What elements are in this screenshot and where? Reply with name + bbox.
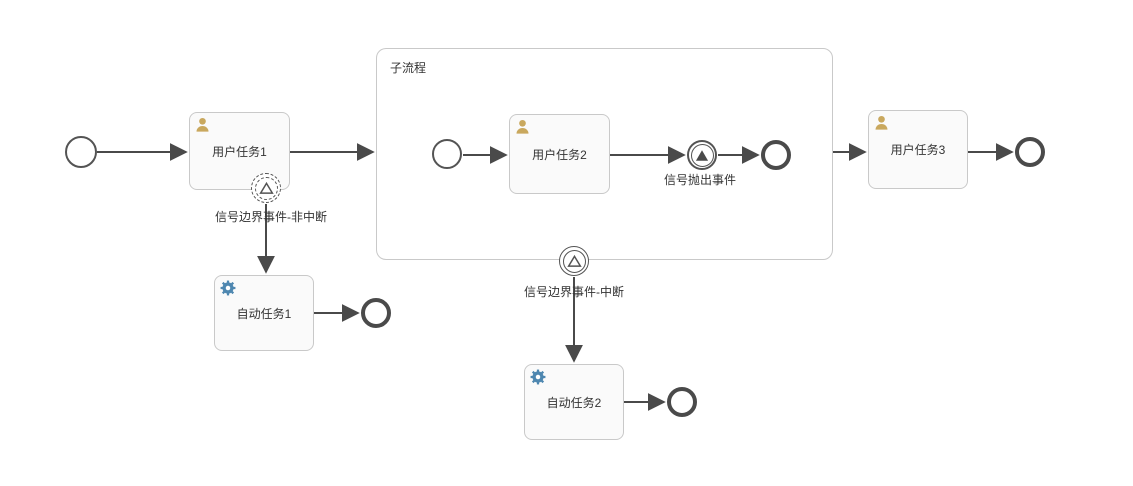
boundary-event-inner-ring <box>254 176 278 200</box>
gear-icon <box>530 369 546 385</box>
end-event-auto-2[interactable] <box>667 387 697 417</box>
boundary-event-interrupting-label: 信号边界事件-中断 <box>524 285 624 299</box>
signal-triangle-filled-icon <box>695 149 709 162</box>
start-event-sub[interactable] <box>432 139 462 169</box>
subprocess-label: 子流程 <box>390 61 427 75</box>
user-task-3[interactable]: 用户任务3 <box>868 110 968 189</box>
end-event-sub[interactable] <box>761 140 791 170</box>
user-icon <box>874 115 889 130</box>
end-event-main[interactable] <box>1015 137 1045 167</box>
gear-icon <box>220 280 236 296</box>
task-label: 用户任务2 <box>532 147 587 162</box>
user-icon <box>195 117 210 132</box>
auto-task-1[interactable]: 自动任务1 <box>214 275 314 351</box>
signal-triangle-icon <box>258 181 274 195</box>
task-label: 自动任务2 <box>546 395 602 410</box>
boundary-event-inner-ring <box>562 249 586 273</box>
signal-throw-inner-ring <box>690 143 714 167</box>
boundary-event-interrupting[interactable] <box>559 246 589 276</box>
end-event-auto-1[interactable] <box>361 298 391 328</box>
task-label: 用户任务3 <box>890 143 946 157</box>
signal-triangle-icon <box>566 254 582 268</box>
signal-throw-event[interactable] <box>687 140 717 170</box>
signal-throw-event-label: 信号抛出事件 <box>663 173 737 187</box>
start-event-main[interactable] <box>65 136 97 168</box>
task-label: 自动任务1 <box>236 306 292 321</box>
boundary-event-non-interrupting-label: 信号边界事件-非中断 <box>215 210 327 224</box>
user-task-1[interactable]: 用户任务1 <box>189 112 290 190</box>
auto-task-2[interactable]: 自动任务2 <box>524 364 624 440</box>
task-label: 用户任务1 <box>212 144 267 159</box>
user-task-2[interactable]: 用户任务2 <box>509 114 610 194</box>
user-icon <box>515 119 530 134</box>
boundary-event-non-interrupting[interactable] <box>251 173 281 203</box>
